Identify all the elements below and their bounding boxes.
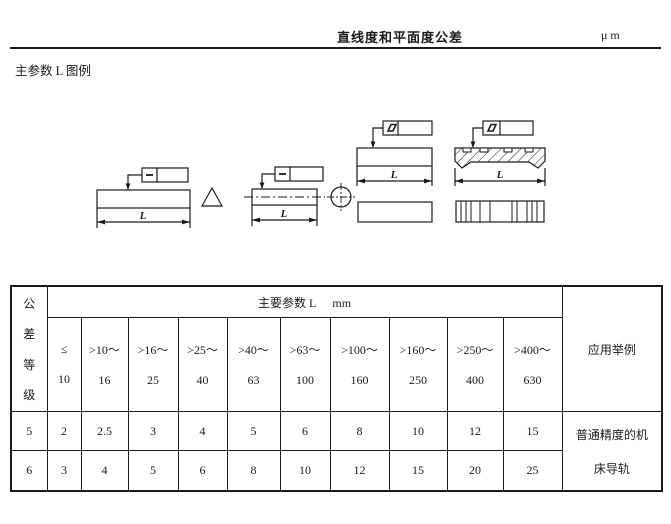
tolerance-frame	[482, 120, 534, 136]
size-range-cell: >10～16	[80, 317, 129, 412]
tolerance-table: 公 差 等 级 主要参数 L mm 应用举例 ≤10 >10～16 >16～25 …	[10, 285, 664, 492]
flatness-icon	[386, 123, 398, 132]
leader-line	[261, 173, 275, 188]
section-triangle-icon	[200, 186, 224, 207]
diagram-straightness-flat: L	[96, 167, 224, 228]
size-range-cell: >16～25	[127, 317, 179, 412]
value-cell: 8	[329, 411, 390, 451]
value-cell: 5	[226, 411, 281, 451]
value-cell: 10	[279, 450, 331, 492]
page-title: 直线度和平面度公差	[337, 30, 464, 45]
size-range-cell: >400～630	[502, 317, 563, 412]
diagram-straightness-cylinder: L	[244, 166, 355, 226]
grade-column-header: 公 差 等 级	[10, 285, 48, 412]
size-range-cell: >25～40	[177, 317, 228, 412]
application-header-label: 应用举例	[587, 342, 636, 357]
tolerance-frame	[382, 120, 433, 136]
application-line: 普通精度的机	[575, 427, 648, 442]
guideway-plan-view	[455, 200, 545, 223]
param-header-label: 主要参数 L	[258, 295, 317, 310]
bar-side-view	[96, 189, 191, 209]
value-cell: 20	[446, 450, 504, 492]
size-range-cell: >100～160	[329, 317, 390, 412]
unit-label: μ m	[601, 28, 620, 42]
size-range-cell: ≤10	[46, 317, 82, 412]
size-range-cell: >40～63	[226, 317, 281, 412]
value-cell: 12	[446, 411, 504, 451]
guideway-section-hatched	[454, 147, 546, 169]
size-range-cell: >160～250	[388, 317, 448, 412]
param-span-header: 主要参数 L mm	[46, 285, 563, 318]
leader-line	[372, 127, 383, 147]
table-row-grade-5: 5 2 2.5 3 4 5 6 8 10 12 15 普通精度的机 床导轨	[10, 411, 663, 492]
value-cell: 2	[46, 411, 82, 451]
grade-char: 等	[23, 357, 36, 372]
leader-line	[472, 127, 483, 147]
value-cell: 25	[502, 450, 563, 492]
grade-cell: 6	[10, 450, 48, 492]
application-header: 应用举例	[561, 285, 663, 412]
value-cell: 5	[127, 450, 179, 492]
plate-side-view	[356, 147, 433, 167]
leader-arrow	[125, 183, 131, 190]
value-cell: 6	[177, 450, 228, 492]
value-cell: 10	[388, 411, 448, 451]
value-cell: 8	[226, 450, 281, 492]
diagram-flatness-plate: L	[356, 120, 433, 223]
value-cell: 15	[502, 411, 563, 451]
grade-char: 差	[23, 327, 36, 342]
param-unit-label: mm	[332, 295, 352, 310]
size-range-cell: >250～400	[446, 317, 504, 412]
grade-char: 公	[23, 297, 36, 312]
parameter-l-diagrams: L L	[96, 120, 546, 228]
flatness-icon	[486, 123, 498, 132]
value-cell: 4	[80, 450, 129, 492]
dim-label: L	[496, 169, 504, 181]
application-cell: 普通精度的机 床导轨	[561, 411, 663, 492]
size-range-cell: >63～100	[279, 317, 331, 412]
plate-plan-view	[357, 201, 433, 223]
value-cell: 3	[127, 411, 179, 451]
value-cell: 4	[177, 411, 228, 451]
value-cell: 3	[46, 450, 82, 492]
header-rule	[10, 47, 661, 49]
value-cell: 12	[329, 450, 390, 492]
table-row-grade-6: 6 3 4 5 6 8 10 12 15 20 25	[10, 450, 662, 492]
value-cell: 6	[279, 411, 331, 451]
grade-cell: 5	[10, 411, 48, 451]
application-line: 床导轨	[593, 461, 630, 476]
dim-label: L	[390, 169, 398, 181]
grade-char: 级	[23, 387, 36, 402]
leader-line	[127, 174, 142, 189]
dim-label: L	[139, 210, 147, 222]
size-range-row: ≤10 >10～16 >16～25 >25～40 >40～63 >63～100 …	[11, 317, 662, 412]
legend-label: 主参数 L 图例	[15, 64, 91, 78]
dim-label: L	[280, 208, 288, 220]
value-cell: 15	[388, 450, 448, 492]
value-cell: 2.5	[80, 411, 129, 451]
diagram-flatness-guideway: L	[454, 120, 546, 223]
